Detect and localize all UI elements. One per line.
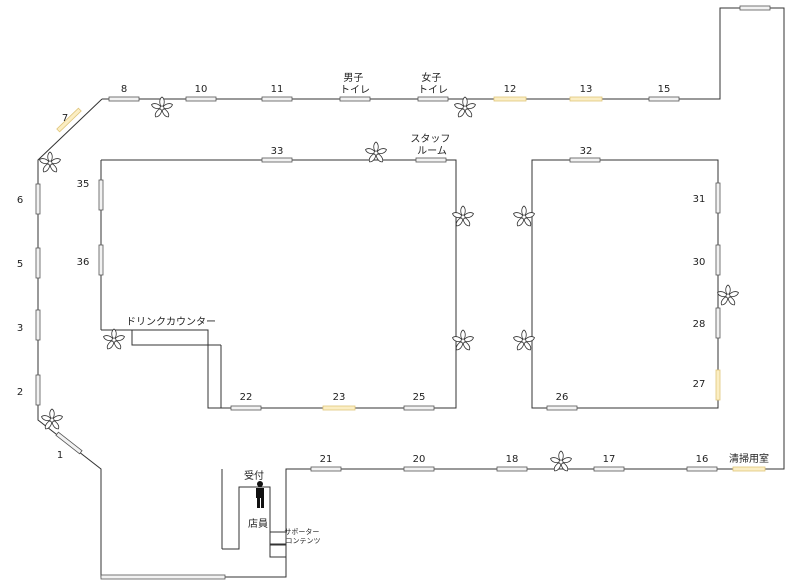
room-label-20: 20 — [413, 454, 426, 465]
door-30[interactable] — [715, 244, 721, 276]
door-8[interactable] — [108, 96, 140, 102]
plant-icon — [451, 205, 475, 228]
door-22[interactable] — [230, 405, 262, 411]
room-label-28: 28 — [693, 319, 706, 330]
door-16[interactable] — [686, 466, 718, 472]
room-label-25: 25 — [413, 392, 426, 403]
door-13[interactable] — [569, 96, 603, 102]
mens-line-1: 男子 — [343, 72, 363, 84]
door-entrance[interactable] — [100, 574, 226, 580]
room-label-23: 23 — [333, 392, 346, 403]
door-32[interactable] — [569, 157, 601, 163]
room-label-13: 13 — [580, 84, 593, 95]
door-23[interactable] — [322, 405, 356, 411]
door-staff[interactable] — [415, 157, 447, 163]
room-label-16: 16 — [696, 454, 709, 465]
room-label-22: 22 — [240, 392, 253, 403]
supporter-line-1: サポーター — [284, 527, 319, 536]
plant-icon — [150, 96, 174, 119]
reception-area — [221, 469, 287, 558]
door-33[interactable] — [261, 157, 293, 163]
room-label-12: 12 — [504, 84, 517, 95]
mens-line-2: トイレ — [340, 85, 370, 96]
staff-member-label: 店員 — [248, 517, 268, 530]
door-36[interactable] — [98, 244, 104, 276]
room-label-18: 18 — [506, 454, 519, 465]
plant-icon — [716, 284, 740, 307]
room-label-5: 5 — [17, 259, 23, 270]
womens-line-1: 女子 — [421, 71, 441, 84]
room-label-27: 27 — [693, 379, 706, 390]
room-label-1: 1 — [57, 450, 63, 461]
room-label-33: 33 — [271, 146, 284, 157]
door-15[interactable] — [648, 96, 680, 102]
door-5[interactable] — [35, 247, 41, 279]
door-7[interactable] — [56, 107, 82, 133]
supporter-line-2: コンテンツ — [286, 537, 321, 545]
door-12[interactable] — [493, 96, 527, 102]
supporter-content-label: サポーター コンテンツ — [284, 527, 321, 545]
door-18[interactable] — [496, 466, 528, 472]
person-icon — [256, 481, 264, 508]
room-label-cleaning: 清掃用室 — [729, 452, 769, 465]
inner-block-right — [531, 159, 719, 409]
door-20[interactable] — [403, 466, 435, 472]
staff-line-2: ルーム — [417, 145, 447, 157]
room-label-31: 31 — [693, 194, 706, 205]
room-label-8: 8 — [121, 84, 127, 95]
womens-line-2: トイレ — [418, 85, 448, 96]
room-label-32: 32 — [580, 146, 593, 157]
room-label-11: 11 — [271, 84, 284, 95]
door-25[interactable] — [403, 405, 435, 411]
outer-walls — [37, 7, 785, 578]
door-cleaning[interactable] — [732, 466, 766, 472]
door-17[interactable] — [593, 466, 625, 472]
room-label-36: 36 — [77, 257, 90, 268]
room-label-drink-counter: ドリンクカウンター — [126, 316, 216, 328]
door-31[interactable] — [715, 182, 721, 214]
room-label-17: 17 — [603, 454, 616, 465]
staff-line-1: スタッフ — [410, 133, 450, 145]
inner-block-left — [100, 159, 457, 409]
door-11[interactable] — [261, 96, 293, 102]
plant-icon — [40, 408, 64, 431]
plant-icon — [38, 151, 62, 174]
door-3[interactable] — [35, 309, 41, 341]
room-label-7: 7 — [62, 113, 68, 124]
door-28[interactable] — [715, 307, 721, 339]
doors — [35, 5, 771, 580]
reception-label: 受付 — [244, 469, 264, 482]
door-10[interactable] — [185, 96, 217, 102]
plants — [38, 96, 740, 473]
door-mens[interactable] — [339, 96, 371, 102]
room-label-10: 10 — [195, 84, 208, 95]
door-6[interactable] — [35, 183, 41, 215]
door-1[interactable] — [55, 431, 83, 455]
room-label-mens: 男子 トイレ — [340, 72, 370, 96]
plant-icon — [451, 329, 475, 352]
door-35[interactable] — [98, 179, 104, 211]
room-label-2: 2 — [17, 387, 23, 398]
room-label-3: 3 — [17, 323, 23, 334]
door-top-right-room[interactable] — [739, 5, 771, 11]
room-label-35: 35 — [77, 179, 90, 190]
plant-icon — [102, 328, 126, 351]
room-label-30: 30 — [693, 257, 706, 268]
room-label-staff: スタッフ ルーム — [410, 133, 453, 157]
room-label-15: 15 — [658, 84, 671, 95]
room-label-26: 26 — [556, 392, 569, 403]
door-womens[interactable] — [417, 96, 449, 102]
room-labels: 1 2 3 5 6 7 8 10 11 男子 トイレ 女子 トイレ 12 13 … — [17, 71, 769, 545]
door-27[interactable] — [715, 369, 721, 401]
door-2[interactable] — [35, 374, 41, 406]
room-label-6: 6 — [17, 195, 23, 206]
door-26[interactable] — [546, 405, 578, 411]
room-label-21: 21 — [320, 454, 333, 465]
door-21[interactable] — [310, 466, 342, 472]
plant-icon — [453, 96, 477, 119]
room-label-womens: 女子 トイレ — [418, 71, 448, 96]
